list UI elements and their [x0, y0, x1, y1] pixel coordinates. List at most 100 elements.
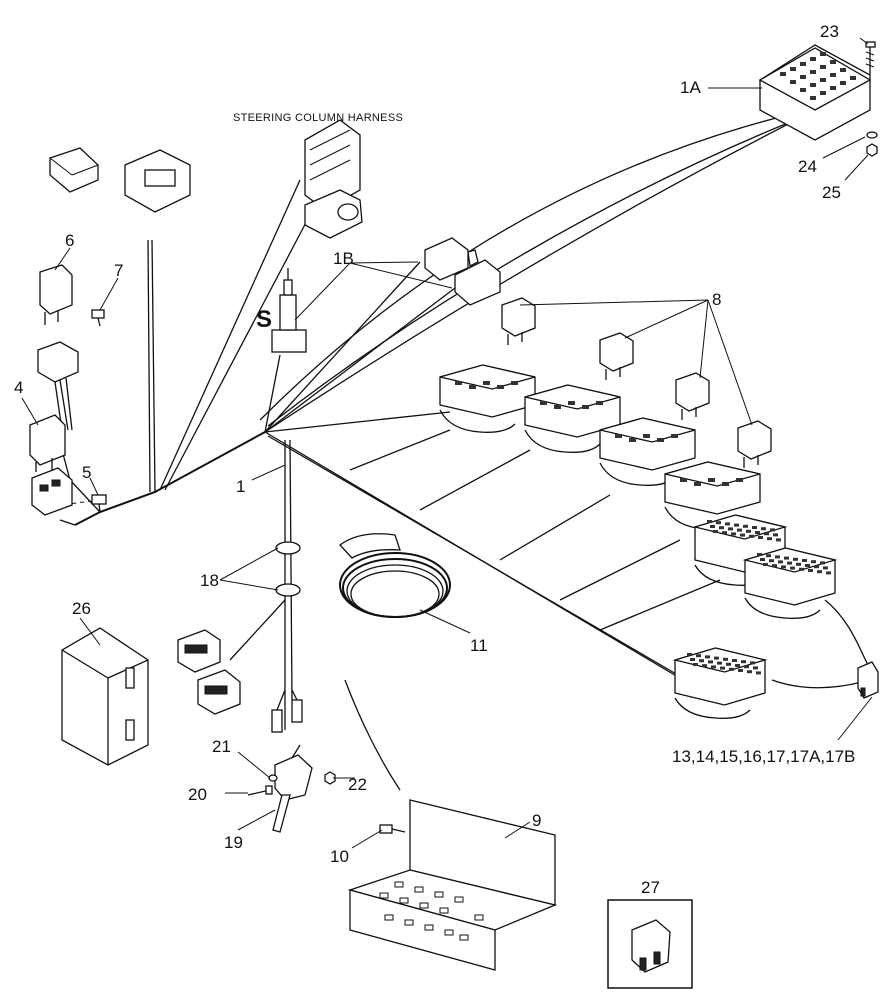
callout-22: 22: [348, 775, 367, 794]
fuse-slot: [781, 565, 786, 569]
fuse-slot: [760, 558, 765, 561]
steering-column-connector-a: [304, 119, 361, 211]
relay-socket-slot: [596, 401, 603, 405]
fuse-slot: [734, 523, 739, 527]
relay-base-4: [664, 461, 761, 530]
fuse-slot: [708, 660, 713, 664]
connector-upper-left-small: [49, 147, 99, 193]
fuse-slot: [793, 557, 798, 561]
bracket-9: [347, 799, 558, 971]
fuse-slot: [769, 559, 774, 563]
relay-8-d: [737, 420, 772, 468]
fuse-slot: [761, 527, 766, 531]
fuse-slot: [725, 522, 730, 526]
fuse-slot: [773, 533, 778, 537]
relay-socket-slot: [643, 434, 650, 438]
fuse-slot: [693, 663, 698, 666]
relay-socket-slot: [511, 381, 518, 385]
relay-socket-slot: [671, 434, 678, 438]
relay-socket-slot: [615, 434, 622, 438]
callout-1: 1: [236, 477, 245, 496]
callout-labels: STEERING COLUMN HARNESS S 1A 23 24 25 1B…: [14, 22, 855, 897]
relay-socket-slot: [568, 401, 575, 405]
washer-21: [268, 774, 278, 782]
callout-11: 11: [470, 636, 488, 655]
fuse-slot: [744, 665, 749, 669]
relay-socket-slot: [694, 482, 701, 486]
fuse-slot: [817, 570, 822, 574]
fuse-slot: [687, 653, 692, 656]
fuse-slot: [776, 538, 781, 542]
fuse-slot: [699, 659, 704, 663]
relay-socket-slot: [540, 401, 547, 405]
fuse-slot: [731, 532, 736, 536]
fuse-slot: [805, 564, 810, 567]
fuse-slot: [707, 520, 712, 523]
harness-wires: [59, 111, 869, 791]
steering-column-connector-b: [304, 189, 363, 239]
fuse-slot: [808, 569, 813, 572]
wire-coil-11: [339, 533, 451, 618]
fuse-slot: [752, 526, 757, 529]
terminals: [271, 689, 303, 733]
bolt-10: [379, 824, 406, 834]
fuse-slot: [737, 528, 742, 532]
fuse-slot: [753, 666, 758, 670]
relay-socket-slot: [469, 385, 476, 389]
callout-26: 26: [72, 599, 91, 618]
switch-19: [272, 744, 313, 833]
relay-socket-slot: [455, 381, 462, 385]
fuse-13-17b: [857, 661, 879, 699]
fuse-slot: [826, 571, 831, 575]
callout-27: 27: [641, 878, 660, 897]
fuse-slot: [756, 671, 761, 675]
fuse-slot: [755, 531, 760, 534]
fuse-slot: [767, 537, 772, 541]
clip-7: [91, 309, 105, 327]
fuse-slot: [778, 560, 783, 564]
relay-base-3: [599, 417, 696, 486]
fuse-slot: [738, 669, 743, 672]
relay-base-2: [524, 384, 621, 453]
fuse-slot: [784, 556, 789, 560]
switch-s: [271, 268, 307, 353]
fuse-slot: [746, 529, 751, 533]
fuse-slot: [711, 665, 716, 669]
fuse-slot: [726, 662, 731, 666]
callout-25: 25: [822, 183, 841, 202]
relay-base-1: [439, 364, 536, 433]
clips-18: [275, 541, 301, 597]
fuse-slot: [717, 661, 722, 665]
relay-8-b: [599, 332, 634, 380]
fuse-slot: [732, 659, 737, 662]
fuse-slot: [758, 536, 763, 539]
callout-4: 4: [14, 378, 23, 397]
fuse-slot: [735, 664, 740, 667]
fuse-slot: [743, 524, 748, 528]
fuse-slot: [720, 666, 725, 670]
fuse-slot: [790, 566, 795, 570]
relay-socket-slot: [497, 385, 504, 389]
fuse-slot: [713, 530, 718, 533]
callout-9: 9: [532, 811, 541, 830]
fuse-slot: [796, 562, 801, 566]
fuse-blocks: [672, 514, 838, 719]
callout-24: 24: [798, 157, 817, 176]
fuse-panel-1a: [758, 44, 872, 141]
connector-branch-lower: [197, 669, 241, 715]
fuse-slot: [775, 555, 780, 559]
fuse-slot: [814, 565, 819, 569]
fuse-slot: [811, 560, 816, 564]
callout-6: 6: [65, 231, 74, 250]
fuse-slot: [719, 526, 724, 530]
fuse-slot: [763, 563, 768, 566]
fuse-slot: [740, 533, 745, 537]
connector-1b-lower: [454, 259, 501, 306]
relay-socket-slot: [657, 438, 664, 442]
callout-23: 23: [820, 22, 839, 41]
fuse-slot: [702, 664, 707, 668]
fuse-slot: [723, 657, 728, 661]
fuse-slot: [820, 561, 825, 565]
callout-5: 5: [82, 463, 91, 482]
fuse-inset-27: [607, 899, 693, 989]
